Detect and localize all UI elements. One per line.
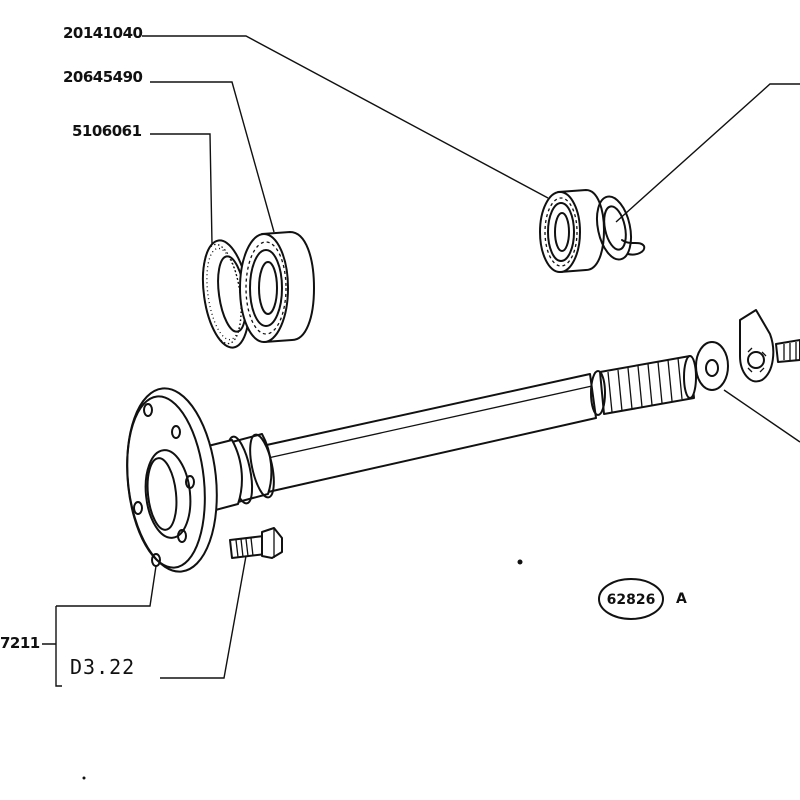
stray-dot	[517, 559, 523, 565]
leader-line-washer-top-right	[615, 83, 800, 223]
part-label-bolt-ref: D3.22	[70, 655, 135, 679]
ball-bearing-left-drawing	[239, 231, 315, 343]
leader-line-bolt	[160, 555, 247, 679]
part-label-seal: 5106061	[72, 122, 142, 140]
leader-line-seal	[150, 133, 213, 245]
part-label-shaft-assembly: 7211	[0, 634, 40, 652]
leader-line-bearing-a	[142, 35, 549, 199]
leader-line-flange	[56, 565, 157, 607]
stray-dot-bottom	[82, 776, 86, 780]
leader-line-bearing-b	[150, 81, 275, 233]
axle-flange-drawing	[126, 387, 218, 573]
figure-number-badge: 62826 A	[598, 578, 687, 620]
label-group-bearing-a: 20141040	[63, 24, 549, 199]
thick-washer-right-drawing	[695, 341, 729, 391]
leader-line-washer-right	[723, 389, 800, 443]
ball-bearing-top-right-drawing	[539, 189, 605, 273]
label-group-seal: 5106061	[72, 122, 213, 245]
label-group-bearing-b: 20645490	[63, 68, 275, 233]
part-label-bearing-a: 20141040	[63, 24, 143, 42]
bracket-line	[42, 606, 62, 687]
spline-lines	[607, 357, 683, 413]
part-label-bearing-b: 20645490	[63, 68, 143, 86]
bolt-thread-lines	[235, 537, 254, 558]
axle-shaft-drawing	[199, 355, 697, 513]
stud-right-drawing	[775, 339, 800, 363]
label-group-shaft-assembly: 7211 D3.22	[0, 555, 247, 687]
figure-suffix: A	[676, 591, 687, 607]
lock-tab-plate-drawing	[739, 309, 775, 383]
thin-washer-top-right-drawing	[595, 195, 646, 261]
hex-bolt-drawing	[229, 527, 283, 559]
figure-number: 62826	[607, 592, 656, 608]
